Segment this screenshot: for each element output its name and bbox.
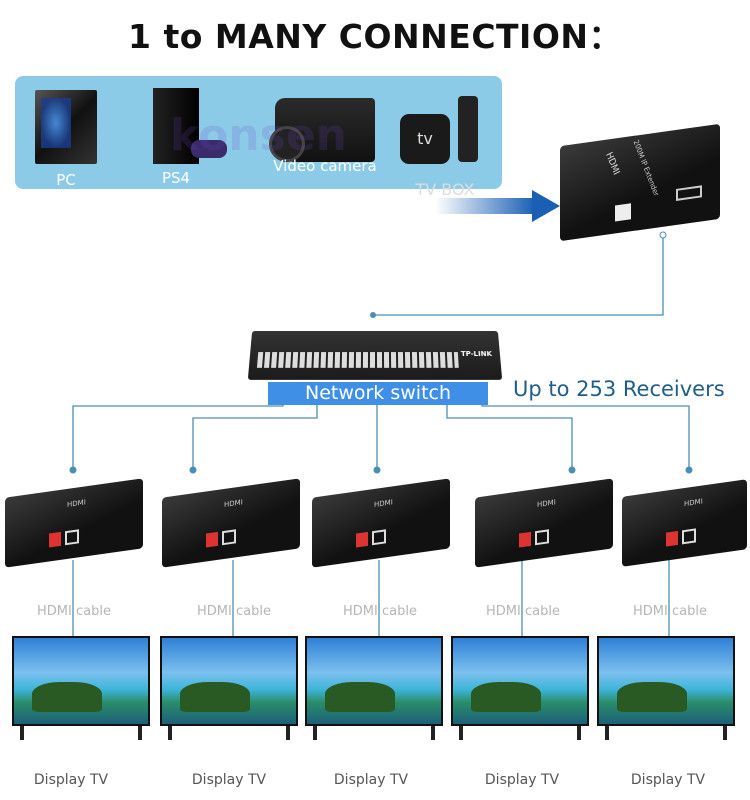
- rj45-port-icon: [222, 529, 236, 546]
- transmitter-brand: HDMI: [603, 150, 621, 178]
- transmitter-model: 200M IP Extender: [631, 138, 661, 198]
- page-title: 1 to MANY CONNECTION：: [128, 17, 622, 56]
- dip-switch-icon: [666, 530, 678, 547]
- dip-switch-icon: [49, 531, 61, 548]
- source-label: TV BOX: [415, 180, 475, 199]
- display-tv: [451, 636, 589, 740]
- hdmi-port-icon: [676, 185, 702, 201]
- dip-switch-icon: [206, 531, 218, 548]
- transmitter-to-switch-line: [373, 238, 664, 316]
- source-label: PC: [56, 171, 76, 189]
- remote-icon: [458, 96, 478, 162]
- tv-box-icon: tv TV BOX: [400, 114, 475, 199]
- receiver-brand: HDMI: [684, 497, 703, 509]
- display-tv: [597, 636, 735, 740]
- ps4-icon: PS4: [153, 88, 227, 187]
- hdmi-cable-label: HDMI cable: [486, 604, 560, 619]
- tv-box-logo: tv: [417, 129, 433, 148]
- hdmi-cable-label: HDMI cable: [343, 604, 417, 619]
- hdmi-cable-label: HDMI cable: [633, 604, 707, 619]
- network-switch: TP-LINK: [247, 330, 503, 380]
- display-tv-label: Display TV: [191, 772, 267, 788]
- dip-switch-icon: [519, 531, 531, 548]
- receivers-note: Up to 253 Receivers: [513, 377, 725, 401]
- receiver-brand: HDMI: [67, 498, 86, 509]
- source-devices-panel: PC PS4 Video camera tv TV BOX: [15, 76, 502, 199]
- ethernet-ports: [256, 352, 459, 368]
- rj45-port-icon: [535, 529, 549, 546]
- dip-switch-icon: [356, 531, 368, 548]
- gamepad-icon: [191, 140, 227, 158]
- source-label: PS4: [161, 169, 191, 187]
- rj45-port-icon: [682, 528, 696, 545]
- receiver-brand: HDMI: [374, 498, 393, 509]
- switch-brand: TP-LINK: [460, 350, 493, 358]
- video-camera-icon: Video camera: [269, 98, 377, 175]
- rj45-port-icon: [372, 529, 386, 546]
- receiver-brand: HDMI: [537, 498, 556, 509]
- pc-icon: PC: [35, 90, 97, 189]
- link-line: [446, 404, 573, 470]
- network-switch-label: Network switch: [268, 382, 488, 405]
- display-tv-label: Display TV: [630, 772, 706, 788]
- display-tv: [12, 636, 150, 740]
- link-line: [481, 404, 690, 470]
- rj45-port-icon: [65, 529, 79, 546]
- hdmi-cable-label: HDMI cable: [197, 604, 271, 619]
- link-line: [192, 404, 318, 470]
- display-tv-label: Display TV: [333, 772, 409, 788]
- link-line: [72, 404, 284, 470]
- display-tv-label: Display TV: [484, 772, 560, 788]
- display-tv-label: Display TV: [33, 772, 109, 788]
- receiver-brand: HDMI: [224, 498, 243, 509]
- display-tv: [305, 636, 443, 740]
- hdmi-cable-label: HDMI cable: [37, 604, 111, 619]
- display-tv: [160, 636, 298, 740]
- arrow-right-icon: [435, 190, 560, 222]
- watermark: konsen: [170, 110, 347, 161]
- dc-port-icon: [615, 203, 631, 222]
- source-label: Video camera: [273, 157, 377, 175]
